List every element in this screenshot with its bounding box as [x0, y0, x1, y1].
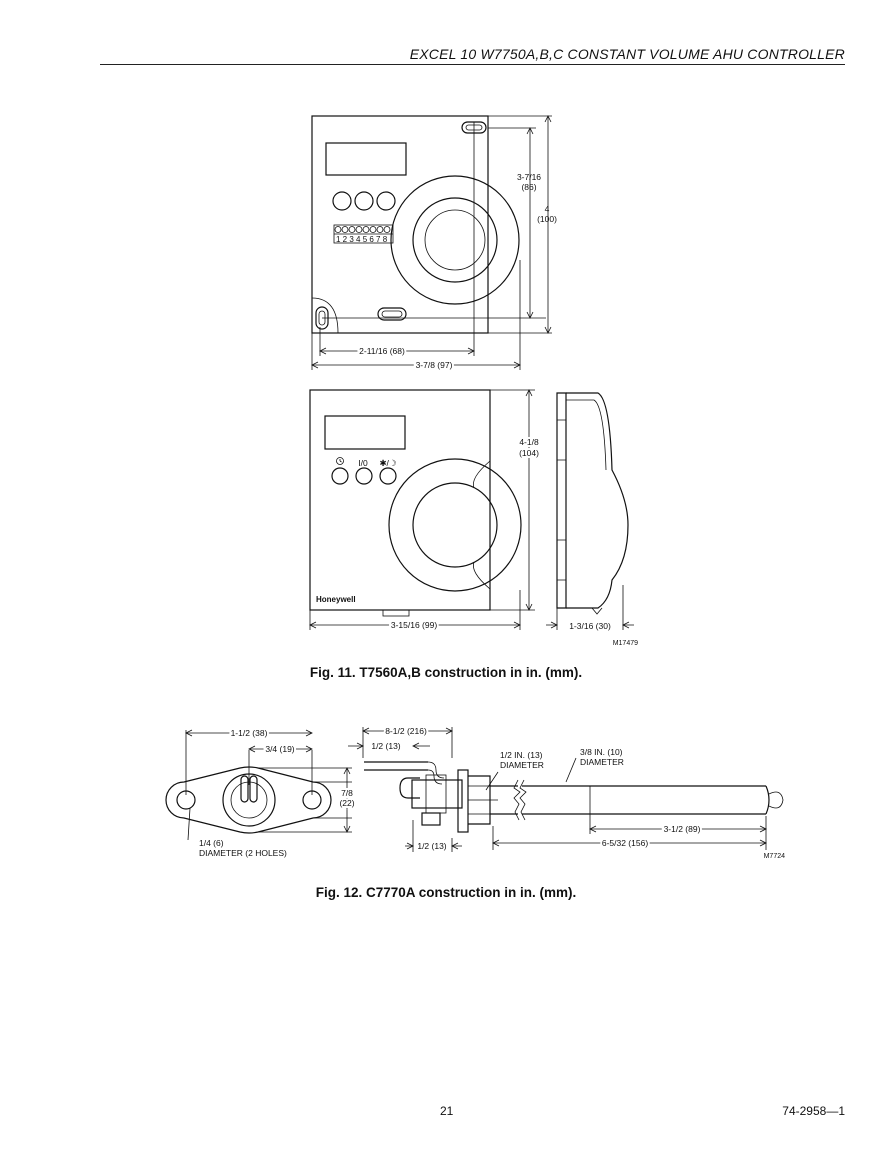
dim-width-small: 2-11/16 (68) [359, 346, 405, 356]
dim-body-dia: 1/2 IN. (13) [500, 750, 543, 760]
dim-hole-spacing: 3/4 (19) [265, 744, 294, 754]
dim-lead-length: 1/2 (13) [371, 741, 400, 751]
page-number: 21 [440, 1104, 454, 1118]
dim-height: 4 [545, 204, 550, 214]
dim-flange-height-mm: (22) [339, 798, 354, 808]
fig11-front-view [309, 389, 535, 630]
header-title: EXCEL 10 W7750A,B,C CONSTANT VOLUME AHU … [409, 46, 845, 62]
dim-width: 3-7/8 (97) [416, 360, 453, 370]
fig11-back-view [311, 115, 552, 370]
side-dim-depth: 1-3/16 (30) [569, 621, 611, 631]
dim-height-small: 3-7/16 [517, 172, 541, 182]
fig11-side-view [546, 392, 634, 630]
dim-total-length: 8-1/2 (216) [385, 726, 427, 736]
dim-hole-dia-note: DIAMETER (2 HOLES) [199, 848, 287, 858]
dim-flange-depth: 1/2 (13) [417, 841, 446, 851]
dim-body-dia-note: DIAMETER [500, 760, 544, 770]
dim-flange-width: 1-1/2 (38) [231, 728, 268, 738]
occupancy-button-label: ✱/☽ [379, 458, 396, 468]
fig12-caption: Fig. 12. C7770A construction in in. (mm)… [315, 885, 577, 900]
document-number: 74-2958—1 [782, 1104, 845, 1118]
dim-height-mm: (100) [537, 214, 557, 224]
dim-flange-height: 7/8 [341, 788, 353, 798]
front-dim-height: 4-1/8 [519, 437, 539, 447]
dim-probe-dia: 3/8 IN. (10) [580, 747, 623, 757]
power-button-label: I/0 [358, 458, 368, 468]
fig12-flange-view [165, 729, 352, 841]
fig12-drawing-id: M7724 [764, 853, 786, 860]
fig11-caption: Fig. 11. T7560A,B construction in in. (m… [309, 665, 583, 680]
dim-height-small-mm: (86) [521, 182, 536, 192]
page-header: EXCEL 10 W7750A,B,C CONSTANT VOLUME AHU … [100, 44, 845, 65]
front-dim-width: 3-15/16 (99) [391, 620, 437, 630]
dim-hole-dia: 1/4 (6) [199, 838, 224, 848]
dim-tip-length: 3-1/2 (89) [664, 824, 701, 834]
dim-probe-length: 6-5/32 (156) [602, 838, 648, 848]
fig12-probe-side-view [348, 727, 784, 852]
dim-probe-dia-note: DIAMETER [580, 757, 624, 767]
fig11-drawing-id: M17479 [613, 640, 638, 647]
terminal-numbers: 1 2 3 4 5 6 7 8 [336, 235, 388, 244]
front-dim-height-mm: (104) [519, 448, 539, 458]
honeywell-logo: Honeywell [316, 595, 356, 604]
